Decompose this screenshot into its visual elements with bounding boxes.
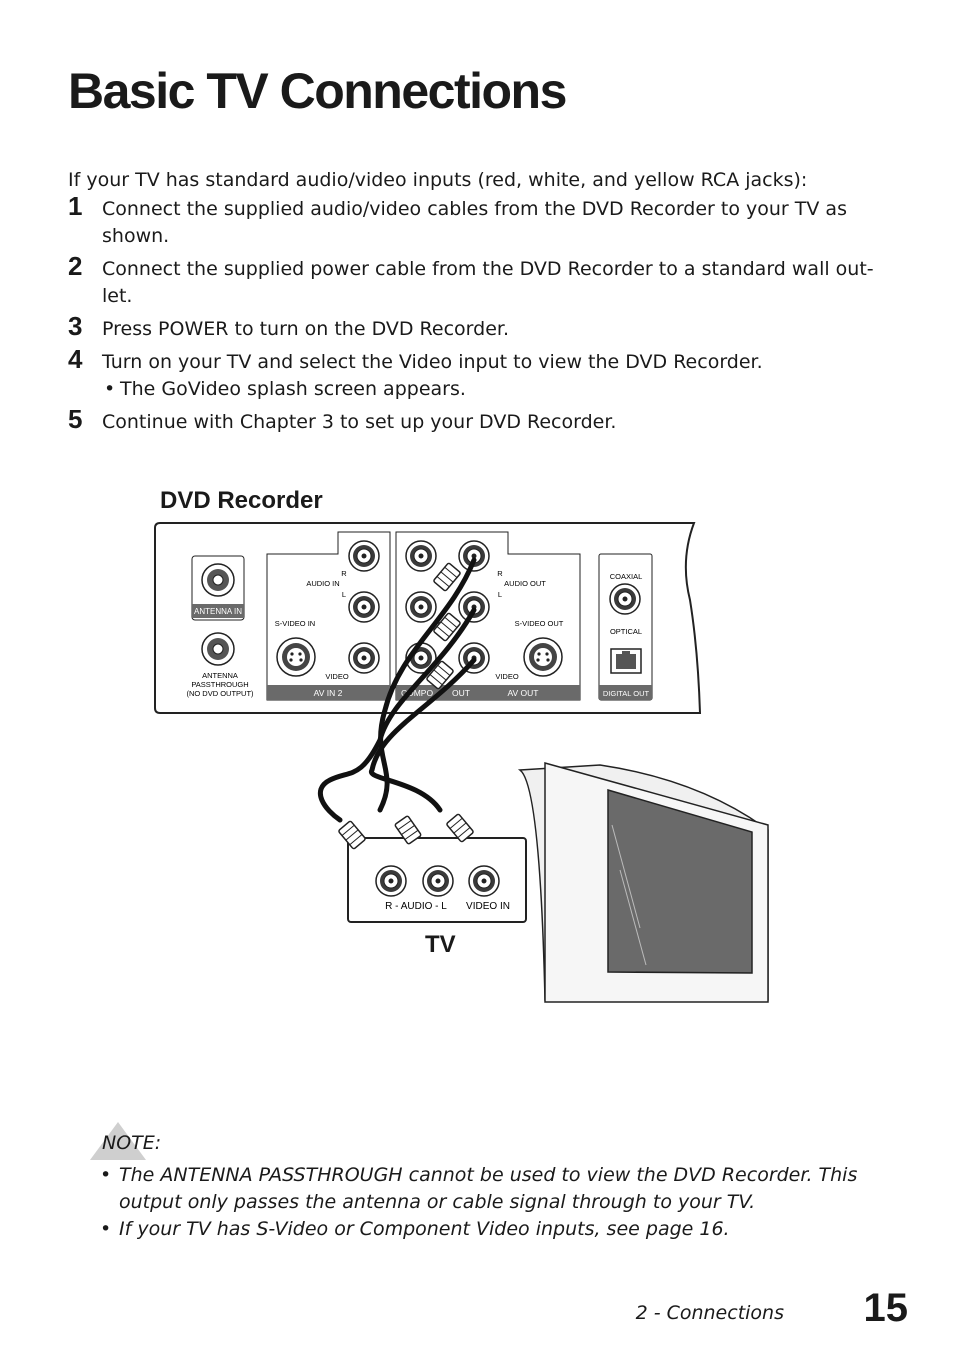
connection-diagram: DVD Recorder ANTENNA IN ANTENNA PASSTHRO… <box>154 487 769 1003</box>
tv-video-in-jack <box>468 865 500 897</box>
av-in-l-label: L <box>342 590 346 599</box>
digital-out-band: DIGITAL OUT <box>603 689 650 698</box>
component-pb-jack <box>405 591 437 623</box>
step-text: Continue with Chapter 3 to set up your D… <box>102 411 617 433</box>
av-out-audio-l-jack <box>458 591 490 623</box>
component-out-band: COMPO <box>401 688 434 698</box>
tv-audio-r-jack <box>375 865 407 897</box>
component-out-band: OUT <box>452 688 470 698</box>
steps-list: 1 Connect the supplied audio/video cable… <box>68 191 878 442</box>
step-4: 4 Turn on your TV and select the Video i… <box>68 344 878 404</box>
coaxial-label: COAXIAL <box>610 572 643 581</box>
av-cables <box>317 557 477 823</box>
coaxial-jack <box>609 583 641 615</box>
s-video-in-label: S-VIDEO IN <box>275 619 315 628</box>
step-5: 5 Continue with Chapter 3 to set up your… <box>68 404 878 436</box>
note-heading: NOTE: <box>102 1132 162 1154</box>
page-title: Basic TV Connections <box>68 63 567 119</box>
s-video-out-jack <box>523 637 563 677</box>
tv-label: TV <box>425 931 456 958</box>
step-number: 3 <box>68 311 83 341</box>
s-video-out-label: S-VIDEO OUT <box>515 619 564 628</box>
av-out-video-label: VIDEO <box>495 672 519 681</box>
av-out-l-label: L <box>498 590 502 599</box>
dvd-recorder-label: DVD Recorder <box>160 487 323 514</box>
tv-video-in-label: VIDEO IN <box>466 901 510 912</box>
note-warning-icon <box>90 1122 146 1160</box>
tv-audio-l-jack <box>422 865 454 897</box>
optical-label: OPTICAL <box>610 627 642 636</box>
av-out-band: AV OUT <box>507 688 538 698</box>
tv-audio-label: R - AUDIO - L <box>385 901 447 912</box>
av-in-audio-l-jack <box>348 591 380 623</box>
step-number: 1 <box>68 191 83 221</box>
step-number: 2 <box>68 251 83 281</box>
step-text: Connect the supplied audio/video cables … <box>102 198 847 247</box>
av-out-r-label: R <box>497 569 503 578</box>
antenna-in-label: ANTENNA IN <box>194 607 242 616</box>
s-video-in-jack <box>276 637 316 677</box>
av-out-audio-r-jack <box>458 540 490 572</box>
step-1: 1 Connect the supplied audio/video cable… <box>68 191 878 250</box>
antenna-passthrough-label: PASSTHROUGH <box>191 680 248 689</box>
note-list: The ANTENNA PASSTHROUGH cannot be used t… <box>100 1162 880 1243</box>
tv-set <box>517 762 769 1003</box>
antenna-passthrough-label: ANTENNA <box>202 671 238 680</box>
antenna-passthrough-label: (NO DVD OUTPUT) <box>186 689 254 698</box>
av-in-video-jack <box>348 642 380 674</box>
note-item: The ANTENNA PASSTHROUGH cannot be used t… <box>100 1162 880 1216</box>
av-in-audio-label: AUDIO IN <box>306 579 339 588</box>
step-text: Turn on your TV and select the Video inp… <box>102 351 763 373</box>
component-y-jack <box>405 540 437 572</box>
optical-jack <box>610 648 642 674</box>
step-sub-bullet: The GoVideo splash screen appears. <box>102 376 878 403</box>
note-item: If your TV has S-Video or Component Vide… <box>100 1216 880 1243</box>
av-in-r-label: R <box>341 569 347 578</box>
step-text: Press POWER to turn on the DVD Recorder. <box>102 318 509 340</box>
step-number: 5 <box>68 404 83 434</box>
av-in-video-label: VIDEO <box>325 672 349 681</box>
av-in-audio-r-jack <box>348 540 380 572</box>
antenna-in-jack <box>201 563 235 597</box>
step-number: 4 <box>68 344 83 374</box>
antenna-passthrough-jack <box>201 632 235 666</box>
av-out-audio-label: AUDIO OUT <box>504 579 546 588</box>
step-2: 2 Connect the supplied power cable from … <box>68 251 878 310</box>
av-in-2-band: AV IN 2 <box>314 688 343 698</box>
footer-chapter: 2 - Connections <box>635 1302 784 1324</box>
intro-text: If your TV has standard audio/video inpu… <box>68 169 808 191</box>
page-number: 15 <box>863 1286 909 1330</box>
step-text: Connect the supplied power cable from th… <box>102 258 874 307</box>
step-3: 3 Press POWER to turn on the DVD Recorde… <box>68 311 878 343</box>
